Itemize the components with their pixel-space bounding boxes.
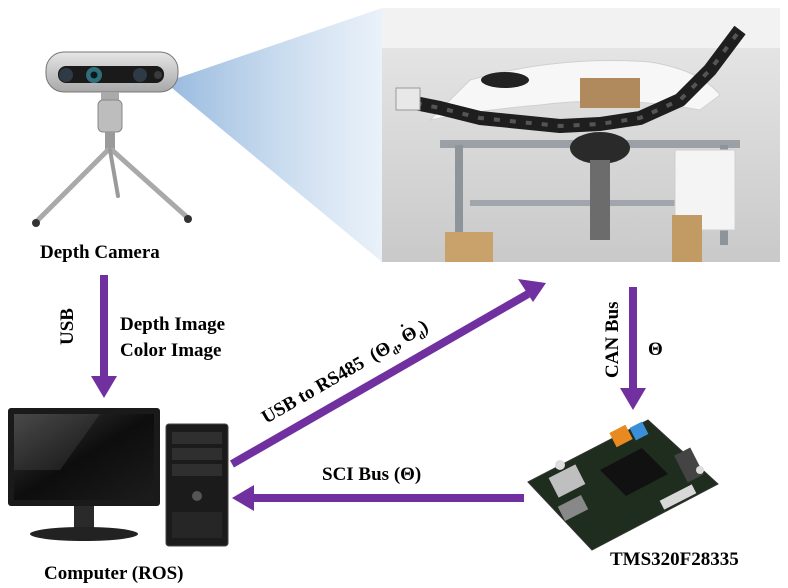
theta-label: Θ xyxy=(648,339,663,360)
depth-camera-illustration xyxy=(32,51,192,227)
arrow-sci-bus xyxy=(232,485,524,511)
arrow-usb-to-rs485 xyxy=(230,279,546,468)
arrow-usb-camera-to-computer xyxy=(91,275,117,398)
sci-bus-label: SCI Bus (Θ) xyxy=(322,464,422,485)
depth-image-label: Depth Image xyxy=(120,314,226,335)
controller-board-illustration xyxy=(527,419,719,551)
camera-view-beam xyxy=(172,8,382,262)
depth-camera-label: Depth Camera xyxy=(40,242,160,263)
arrow-can-bus xyxy=(620,287,646,410)
usb-label: USB xyxy=(57,308,78,345)
computer-illustration xyxy=(8,408,229,547)
color-image-label: Color Image xyxy=(120,340,222,361)
computer-label: Computer (ROS) xyxy=(44,563,184,584)
can-bus-label: CAN Bus xyxy=(602,301,623,378)
robot-photo xyxy=(382,8,780,262)
board-label: TMS320F28335 xyxy=(610,549,739,570)
